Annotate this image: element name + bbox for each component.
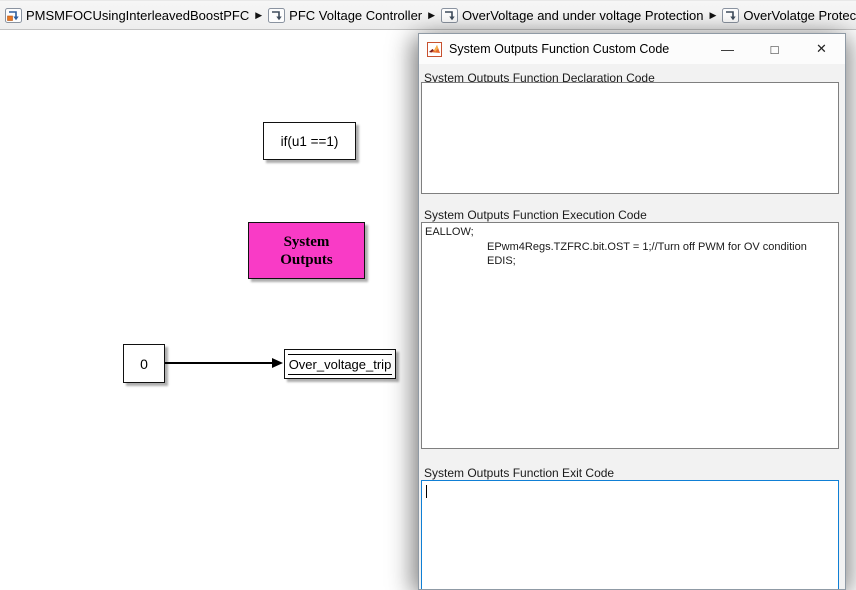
maximize-button[interactable]: □ [770, 41, 779, 57]
execution-code-textarea[interactable]: EALLOW; EPwm4Regs.TZFRC.bit.OST = 1;//Tu… [421, 222, 839, 449]
code-line: EALLOW; [425, 226, 474, 238]
breadcrumb: PMSMFOCUsingInterleavedBoostPFC ▶ PFC Vo… [0, 0, 856, 30]
text-cursor [426, 485, 428, 498]
code-line: EPwm4Regs.TZFRC.bit.OST = 1;//Turn off P… [487, 240, 807, 253]
simulink-model-icon [5, 7, 22, 23]
system-outputs-block[interactable]: System Outputs [248, 222, 365, 279]
if-block[interactable]: if(u1 ==1) [263, 122, 356, 160]
breadcrumb-label: PFC Voltage Controller [289, 7, 423, 23]
breadcrumb-item-ov-uv-protection[interactable]: OverVoltage and under voltage Protection [441, 7, 704, 23]
system-outputs-line2: Outputs [280, 251, 333, 268]
exit-code-label: System Outputs Function Exit Code [424, 466, 615, 480]
constant-block[interactable]: 0 [123, 344, 165, 383]
dialog-titlebar[interactable]: System Outputs Function Custom Code — □ … [419, 34, 845, 64]
breadcrumb-label: OverVolatge Protection [743, 7, 856, 23]
breadcrumb-item-overvoltage-protection[interactable]: OverVolatge Protection [722, 7, 856, 23]
breadcrumb-label: PMSMFOCUsingInterleavedBoostPFC [26, 7, 250, 23]
breadcrumb-separator[interactable]: ▶ [709, 9, 717, 20]
custom-code-dialog: System Outputs Function Custom Code — □ … [418, 33, 846, 590]
matlab-app-icon [427, 41, 442, 57]
system-outputs-line1: System [283, 233, 330, 250]
code-line: EDIS; [487, 255, 516, 267]
breadcrumb-separator[interactable]: ▶ [428, 9, 436, 20]
execution-code-label: System Outputs Function Execution Code [424, 208, 647, 222]
subsystem-icon [722, 7, 740, 23]
breadcrumb-item-pfc-voltage-controller[interactable]: PFC Voltage Controller [268, 7, 423, 23]
dialog-title: System Outputs Function Custom Code [449, 42, 670, 56]
declaration-code-textarea[interactable] [421, 82, 839, 194]
minimize-button[interactable]: — [721, 41, 734, 57]
data-store-write-block[interactable]: Over_voltage_trip [284, 349, 396, 379]
breadcrumb-item-model[interactable]: PMSMFOCUsingInterleavedBoostPFC [5, 7, 250, 23]
subsystem-icon [268, 7, 286, 23]
signal-arrowhead-icon [272, 357, 283, 368]
if-block-label: if(u1 ==1) [280, 133, 339, 149]
signal-line[interactable] [165, 362, 277, 364]
breadcrumb-label: OverVoltage and under voltage Protection [462, 7, 704, 23]
data-store-name: Over_voltage_trip [287, 353, 393, 375]
close-button[interactable]: ✕ [816, 41, 827, 56]
breadcrumb-separator[interactable]: ▶ [255, 9, 263, 20]
subsystem-icon [441, 7, 459, 23]
declaration-code-label: System Outputs Function Declaration Code [424, 71, 655, 85]
constant-value: 0 [140, 355, 148, 372]
exit-code-textarea[interactable] [421, 480, 839, 589]
